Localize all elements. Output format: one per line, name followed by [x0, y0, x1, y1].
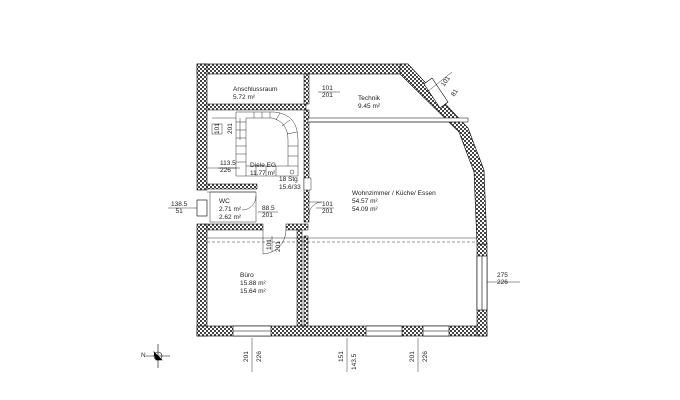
- stair-label: 18 Stg 15.6/33: [279, 176, 301, 191]
- staircase: [211, 111, 299, 177]
- dim-bottom-w2-b: 143.5: [351, 353, 358, 370]
- dim-left-window: 138.5 51: [171, 201, 188, 215]
- dimension-lines: [168, 71, 520, 372]
- dim-wc-door: 88.5 201: [262, 205, 275, 219]
- dim-diele-opening: 113.5 226: [220, 160, 236, 174]
- room-label-diele: Diele EG 11.77 m²: [250, 162, 277, 177]
- interior-walls: [206, 73, 469, 327]
- dim-buero-door-b: 201: [275, 241, 282, 252]
- plan-lines: [207, 121, 477, 243]
- north-arrow-icon: [146, 344, 170, 368]
- dim-bottom-w1-b: 226: [256, 351, 263, 362]
- dim-bottom-w1-a: 201: [243, 351, 250, 362]
- room-label-technik: Technik 9.45 m²: [358, 95, 381, 110]
- windows: [196, 77, 488, 337]
- room-label-wohnzimmer: Wohnzimmer / Küche/ Essen 54.57 m² 54.09…: [352, 190, 436, 213]
- compass-label: N: [141, 352, 146, 359]
- dim-stair-v2: 201: [227, 123, 234, 134]
- room-label-buero: Büro 15.88 m² 15.64 m²: [240, 272, 266, 295]
- dim-right-window: 275 226: [497, 272, 508, 286]
- dim-bottom-w2-a: 151: [338, 351, 345, 362]
- dim-living-door: 101 201: [322, 201, 333, 215]
- dim-buero-door-a: 101: [266, 239, 273, 250]
- dim-bottom-w3-a: 201: [409, 351, 416, 362]
- room-label-wc: WC 2.71 m² 2.62 m²: [219, 198, 242, 221]
- dim-stair-v1: 101: [214, 123, 221, 134]
- dim-door-anschluss: 101 201: [322, 85, 333, 99]
- dim-bottom-w3-b: 226: [422, 351, 429, 362]
- room-label-anschlussraum: Anschlussraum 5.72 m²: [233, 86, 278, 101]
